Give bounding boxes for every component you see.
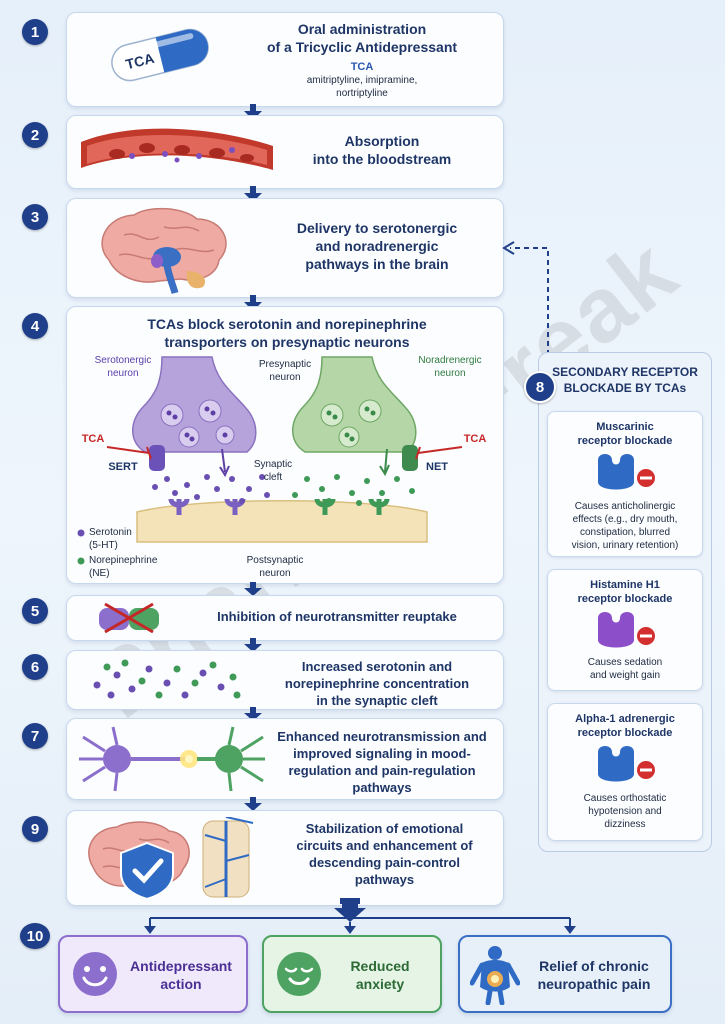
calm-face-icon [277, 952, 321, 996]
tca-left-label: TCA [81, 433, 105, 445]
step5-title: Inhibition of neurotransmitter reuptake [217, 609, 457, 624]
arrow-down-icon [244, 104, 262, 120]
step-badge-10: 10 [20, 923, 50, 949]
neurotransmitter-dots-icon [93, 659, 241, 699]
step-card-6: Increased serotonin and norepinephrine c… [66, 650, 504, 710]
tca-right-label: TCA [463, 433, 487, 445]
capsule-label: TCA [124, 50, 156, 72]
step2-title: Absorption into the bloodstream [312, 133, 452, 168]
blocked-transporter-icon [99, 602, 159, 634]
smile-face-icon [73, 952, 117, 996]
step-card-5: Inhibition of neurotransmitter reuptake [66, 595, 504, 641]
brain-icon [101, 207, 227, 294]
step-badge-7: 7 [22, 723, 48, 749]
histamine-receptor-icon [598, 612, 655, 648]
sert-label: SERT [108, 461, 138, 473]
step-card-2: Absorption into the bloodstream [66, 115, 504, 189]
step-badge-5: 5 [22, 598, 48, 624]
step9-title: Stabilization of emotional circuits and … [296, 821, 473, 887]
step-card-9: Stabilization of emotional circuits and … [66, 810, 504, 906]
step1-examples: amitriptyline, imipramine, nortriptyline [306, 75, 418, 99]
synapse-diagram [77, 356, 463, 565]
step-card-7: Enhanced neurotransmission and improved … [66, 718, 504, 800]
step-badge-4: 4 [22, 313, 48, 339]
net-label: NET [426, 461, 448, 473]
arrow-down-icon [244, 638, 262, 652]
secondary-panel-title: SECONDARY RECEPTOR BLOCKADE BY TCAs [552, 365, 698, 395]
arrow-down-icon [244, 295, 262, 311]
step-badge-6: 6 [22, 654, 48, 680]
blood-vessel-icon [81, 128, 273, 170]
dashed-feedback-arrow [502, 241, 549, 364]
muscarinic-receptor-icon [598, 454, 655, 490]
step-badge-1: 1 [22, 19, 48, 45]
capsule-icon: TCA [111, 28, 209, 82]
step-card-4: TCAs block serotonin and norepinephrine … [66, 306, 504, 584]
step-badge-9: 9 [22, 816, 48, 842]
step1-subtitle: TCA [350, 61, 374, 73]
histamine-desc: Causes sedation and weight gain [587, 657, 663, 681]
step-card-3: Delivery to serotonergic and noradrenerg… [66, 198, 504, 298]
step-badge-8: 8 [524, 371, 556, 403]
step7-title: Enhanced neurotransmission and improved … [277, 729, 487, 795]
step3-title: Delivery to serotonergic and noradrenerg… [296, 220, 458, 273]
muscarinic-desc: Causes anticholinergic effects (e.g., dr… [571, 501, 679, 551]
arrow-down-icon [244, 707, 262, 721]
legend-serotonin: Serotonin(5-HT) [89, 527, 132, 551]
arrow-down-icon [244, 582, 262, 596]
branch-arrows [144, 898, 576, 934]
arrow-down-icon [244, 797, 262, 811]
step6-title: Increased serotonin and norepinephrine c… [284, 659, 470, 708]
step-card-1: TCA Oral administration of a Tricyclic A… [66, 12, 504, 107]
alpha1-receptor-icon [598, 746, 655, 782]
step-badge-2: 2 [22, 122, 48, 148]
arrow-down-icon [244, 186, 262, 202]
alpha1-desc: Causes orthostatic hypotension and dizzi… [583, 793, 667, 830]
legend-norepinephrine: Norepinephrine(NE) [89, 555, 158, 579]
neurons-icon [79, 726, 265, 792]
step4-title: TCAs block serotonin and norepinephrine … [147, 316, 427, 351]
brain-shield-spine-icon [88, 817, 254, 901]
step-badge-3: 3 [22, 204, 48, 230]
spine-pain-icon [470, 946, 520, 1005]
step1-title: Oral administration of a Tricyclic Antid… [266, 21, 458, 56]
secondary-receptor-panel: SECONDARY RECEPTOR BLOCKADE BY TCAs Musc… [538, 352, 712, 852]
